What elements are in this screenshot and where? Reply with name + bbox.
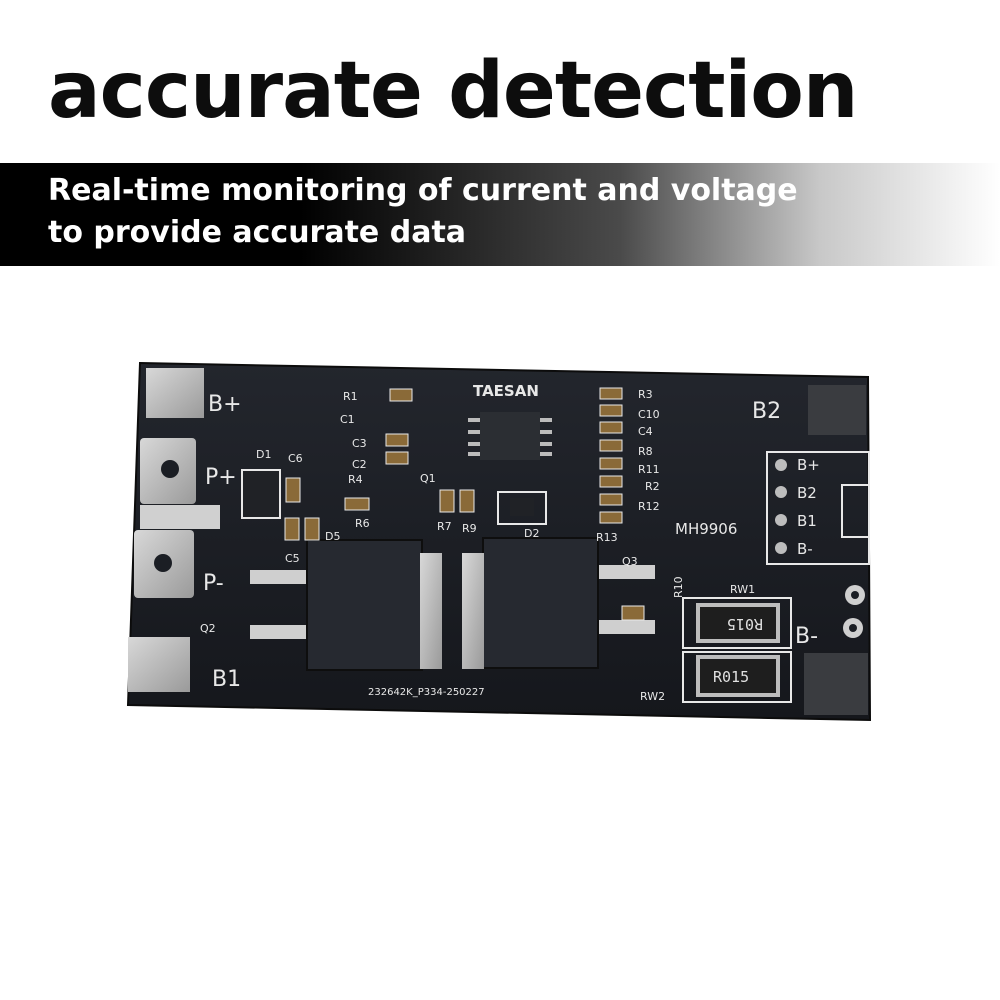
label-d1: D1 — [256, 448, 271, 461]
label-r4: R4 — [348, 473, 363, 486]
label-c6: C6 — [288, 452, 303, 465]
label-b1: B1 — [212, 667, 241, 692]
label-c4: C4 — [638, 425, 653, 438]
label-r11: R11 — [638, 463, 660, 476]
subtitle-line-1: Real-time monitoring of current and volt… — [48, 173, 798, 208]
headline: accurate detection — [48, 46, 858, 136]
label-r9: R9 — [462, 522, 477, 535]
label-p-plus: P+ — [205, 465, 237, 490]
label-r7: R7 — [437, 520, 452, 533]
shunt-label-2: R015 — [713, 668, 749, 686]
pad-b-plus — [146, 368, 204, 418]
label-rw2: RW2 — [640, 690, 665, 703]
label-r2: R2 — [645, 480, 660, 493]
label-d2: D2 — [524, 527, 539, 540]
label-r6: R6 — [355, 517, 370, 530]
pad-b1 — [128, 637, 190, 692]
mosfet-q3 — [462, 537, 655, 669]
pad-b-minus — [804, 653, 868, 715]
label-rw1: RW1 — [730, 583, 755, 596]
pad-gap — [140, 505, 220, 529]
subtitle-line-2: to provide accurate data — [48, 215, 467, 250]
label-c3: C3 — [352, 437, 367, 450]
label-b-minus: B- — [795, 624, 818, 649]
connector-label-3: B1 — [797, 512, 817, 530]
label-b2: B2 — [752, 399, 781, 424]
shunt-label-1: R015 — [727, 615, 763, 633]
label-c5: C5 — [285, 552, 300, 565]
label-q3: Q3 — [622, 555, 638, 568]
label-c10: C10 — [638, 408, 660, 421]
pad-b2 — [808, 385, 866, 435]
label-d5: D5 — [325, 530, 340, 543]
subtitle-band — [0, 163, 1000, 266]
shunt-rw2-outline — [682, 651, 792, 703]
brand-label: TAESAN — [473, 382, 539, 400]
model-label: MH9906 — [675, 520, 737, 538]
ic-chip — [480, 412, 540, 460]
connector-label-2: B2 — [797, 484, 817, 502]
connector-label-4: B- — [797, 540, 813, 558]
label-c1: C1 — [340, 413, 355, 426]
label-p-minus: P- — [203, 571, 224, 596]
shunt-rw2 — [696, 655, 780, 697]
label-r1: R1 — [343, 390, 358, 403]
label-r12: R12 — [638, 500, 660, 513]
label-r3: R3 — [638, 388, 653, 401]
shunt-rw1-outline — [682, 597, 792, 649]
diode-d1 — [241, 469, 281, 519]
label-c2: C2 — [352, 458, 367, 471]
label-q1: Q1 — [420, 472, 436, 485]
mosfet-q2 — [250, 539, 442, 671]
connector-label-1: B+ — [797, 456, 820, 474]
shunt-rw1 — [696, 603, 780, 643]
serial-label: 232642K_P334-250227 — [368, 687, 485, 698]
label-r8: R8 — [638, 445, 653, 458]
label-q2: Q2 — [200, 622, 216, 635]
label-b-plus: B+ — [208, 392, 242, 417]
diode-d2 — [497, 491, 547, 525]
label-r13: R13 — [596, 531, 618, 544]
label-r10: R10 — [672, 576, 685, 598]
